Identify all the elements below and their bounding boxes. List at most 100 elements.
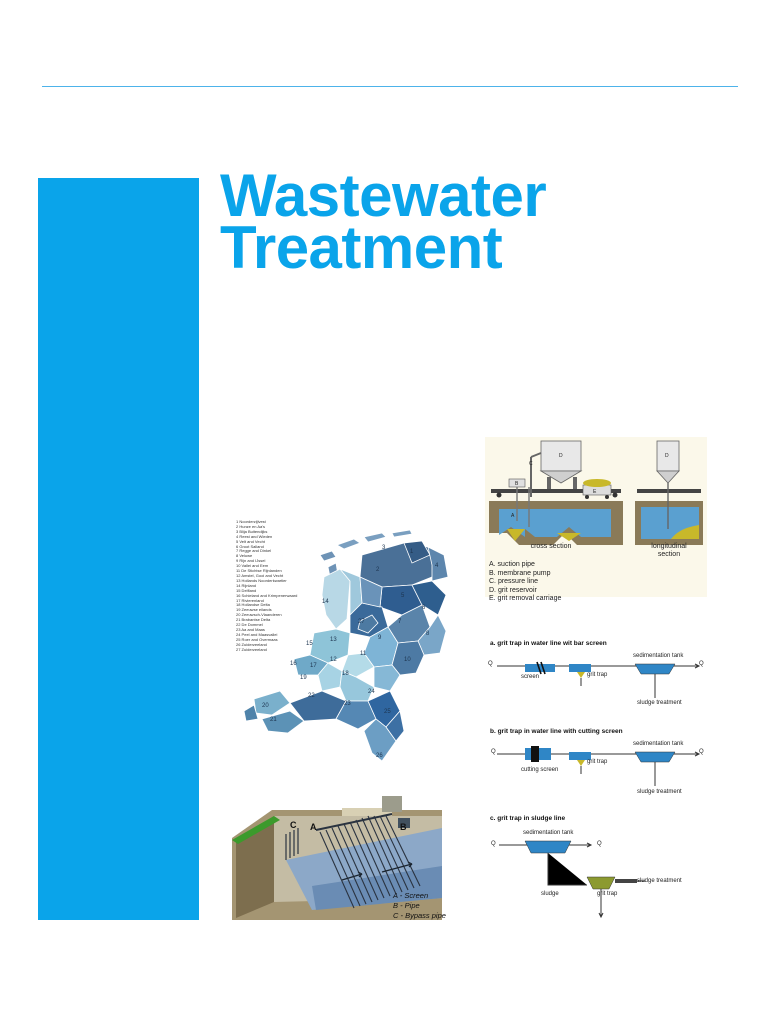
region-15: 15	[306, 641, 313, 647]
part-c: C. pressure line	[489, 578, 539, 585]
legend-item: 19 Zeeuwse eilands	[236, 607, 272, 613]
side-color-bar	[38, 178, 199, 920]
schematic-c-q-out: Q	[597, 841, 602, 847]
schematic-a-screen: screen	[521, 674, 540, 680]
top-rule	[42, 86, 738, 87]
part-a: A. suction pipe	[489, 561, 535, 568]
region-1: 1	[410, 549, 414, 555]
schematic-b-sedimentation: sedimentation tank	[633, 741, 684, 747]
title-line-1: Wastewater	[220, 162, 547, 229]
region-18: 18	[342, 671, 349, 677]
region-12: 12	[330, 657, 337, 663]
legend-item: 10 Vallei and Eem	[236, 563, 269, 569]
region-14: 14	[322, 599, 329, 605]
legend-item: 21 Brabantse Delta	[236, 617, 271, 623]
legend-item: 26 Zuiderzeeland	[236, 641, 267, 647]
callout-c: C	[290, 820, 297, 830]
callout-b: B	[400, 822, 407, 832]
bar-screen-key: A - Screen B - Pipe C - Bypass pipe	[393, 891, 446, 921]
region-20: 20	[262, 703, 269, 709]
schematic-bar-screen: a. grit trap in water line wit bar scree…	[485, 640, 707, 710]
callout-e: E	[593, 489, 597, 495]
key-pipe: B - Pipe	[393, 901, 420, 910]
region-24: 24	[368, 689, 375, 695]
schematic-c-grit-trap: grit trap	[597, 891, 618, 897]
callout-a: A	[511, 513, 515, 519]
legend-item: 27 Zuiderzeeland	[236, 646, 267, 652]
schematic-c-sludge: sludge	[541, 891, 559, 897]
legend-item: 9 Rijn and IJssel	[236, 558, 266, 564]
callout-b: B	[515, 481, 519, 487]
title-line-2: Treatment	[220, 214, 503, 281]
legend-item: 11 De Stichtse Rijnlanden	[236, 568, 282, 574]
callout-c: C	[529, 461, 533, 467]
schematic-b-q-out: Q	[699, 749, 704, 755]
legend-item: 5 Velt and Vecht	[236, 538, 265, 544]
legend-item: 25 Roer and Overmaas	[236, 636, 278, 642]
grit-chamber-graphic: D D C B E A	[489, 440, 703, 545]
region-13: 13	[330, 637, 337, 643]
page-title: Wastewater Treatment	[220, 162, 547, 281]
legend-item: 17 Rivierenland	[236, 597, 264, 603]
schematic-a-q-in: Q	[488, 661, 493, 667]
water-boards-map: 1 2 3 4 5 6 7 8 9 10 11 12 13 14 15 16 1…	[232, 515, 458, 770]
region-17: 17	[310, 663, 317, 669]
legend-item: 1 Noorderzijlvest	[236, 519, 266, 524]
region-4: 4	[435, 563, 439, 569]
legend-item: 16 Schieland and Krimpenerwaard	[236, 592, 298, 598]
callout-d-long: D	[665, 453, 669, 459]
key-screen: A - Screen	[393, 891, 429, 900]
schematic-a-title: a. grit trap in water line wit bar scree…	[490, 640, 607, 647]
region-25: 25	[384, 709, 391, 715]
region-6: 6	[422, 605, 426, 611]
schematic-cutting-screen: b. grit trap in water line with cutting …	[485, 728, 707, 800]
part-d: D. grit reservoir	[489, 586, 537, 594]
region-19: 19	[300, 675, 307, 681]
region-7: 7	[398, 619, 402, 625]
region-5: 5	[401, 593, 405, 599]
schematic-c-title: c. grit trap in sludge line	[490, 815, 566, 822]
bar-screen-illustration: C A B	[232, 790, 452, 920]
netherlands-map-graphic: 1 2 3 4 5 6 7 8 9 10 11 12 13 14 15 16 1…	[243, 529, 449, 762]
grit-chamber-parts: A. suction pipe B. membrane pump C. pres…	[489, 561, 561, 604]
part-e: E. grit removal carriage	[489, 595, 562, 602]
schematic-c-sludge-treatment: sludge treatment	[637, 878, 682, 884]
schematic-b-sludge-treatment: sludge treatment	[637, 789, 682, 795]
legend-item: 13 Hollands Noorderkwartier	[236, 577, 287, 583]
schematic-a-sludge-treatment: sludge treatment	[637, 700, 682, 706]
key-bypass-pipe: C - Bypass pipe	[393, 911, 446, 920]
legend-item: 12 Amstel, Gooi and Vecht	[236, 572, 284, 578]
callout-d-cross: D	[559, 453, 563, 459]
region-11: 11	[360, 651, 367, 657]
region-26: 26	[376, 753, 383, 759]
schematic-b-grit-trap: grit trap	[587, 759, 608, 765]
schematic-b-q-in: Q	[491, 749, 496, 755]
legend-item: 15 Delfland	[236, 587, 257, 593]
schematic-b-cutting-screen: cutting screen	[521, 767, 559, 773]
legend-item: 2 Hunze en Aa's	[236, 523, 266, 529]
legend-item: 18 Hollandse Delta	[236, 602, 270, 608]
region-8: 8	[426, 631, 430, 637]
schematic-b-title: b. grit trap in water line with cutting …	[490, 728, 623, 735]
schematic-c-sedimentation: sedimentation tank	[523, 830, 574, 836]
legend-item: 23 Aa and Maas	[236, 626, 265, 632]
bar-screen-graphic: C A B	[232, 790, 452, 920]
region-10: 10	[404, 657, 411, 663]
schematic-a-grit-trap: grit trap	[587, 672, 608, 678]
region-27: 27	[358, 619, 365, 625]
legend-item: 14 Rijnland	[236, 582, 257, 588]
region-3: 3	[382, 545, 386, 551]
region-numbers: 1 2 3 4 5 6 7 8 9 10 11 12 13 14 15 16 1…	[262, 545, 439, 759]
longitudinal-section-caption: longitudinal section	[651, 543, 687, 558]
legend-item: 4 Reest and Wieden	[236, 533, 273, 539]
region-22: 22	[308, 693, 315, 699]
legend-item: 20 Zeeuwsch-Vlaanderen	[236, 612, 282, 618]
cross-section-caption: cross section	[530, 543, 572, 550]
legend-item: 24 Peel and Maasvallei	[236, 631, 278, 637]
legend-item: 22 De Dommel	[236, 622, 263, 628]
region-16: 16	[290, 661, 297, 667]
schematic-a-q-out: Q	[699, 661, 704, 667]
legend-item: 8 Veluwe	[236, 553, 253, 559]
region-2: 2	[376, 567, 380, 573]
